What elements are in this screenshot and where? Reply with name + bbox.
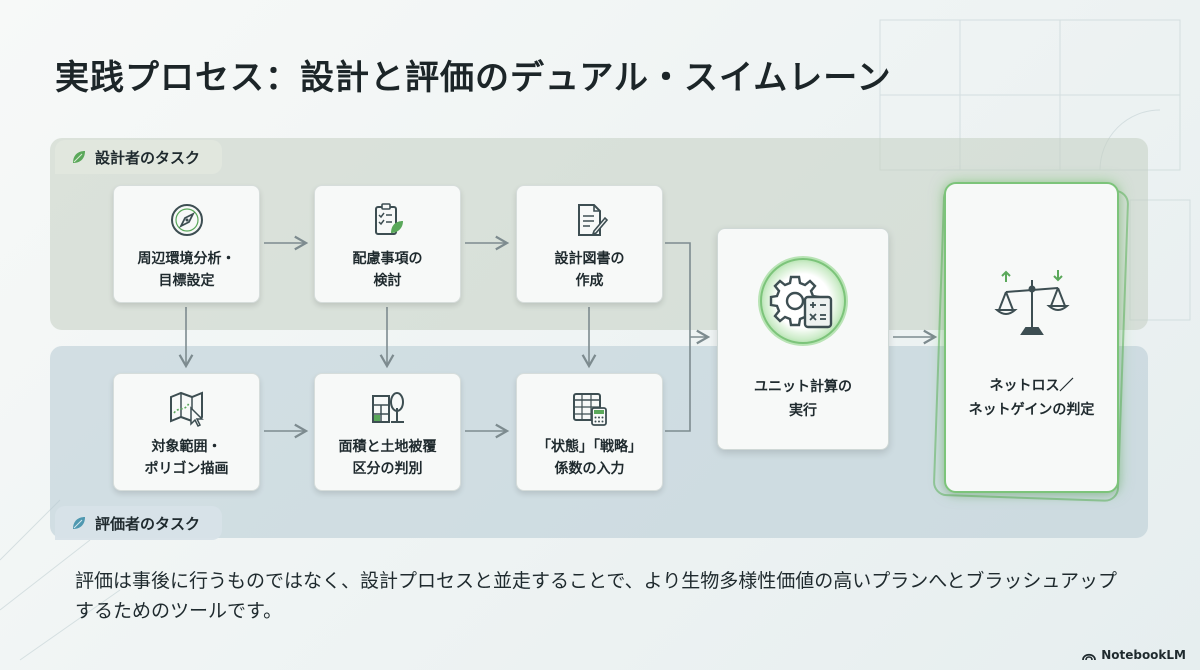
step-judge-label: ネットロス／ ネットゲインの判定 [968, 378, 1095, 418]
step-calc-card: ユニット計算の 実行 [717, 228, 889, 450]
spreadsheet-calculator-icon [572, 393, 607, 426]
step-polygon-card: 対象範囲・ ポリゴン描画 [113, 373, 260, 491]
step-polygon-label: 対象範囲・ ポリゴン描画 [144, 439, 229, 477]
compass-icon [170, 204, 203, 236]
step-area-card: 面積と土地被覆 区分の判別 [314, 373, 461, 491]
step-consider-card: 配慮事項の 検討 [314, 185, 461, 303]
page-title: 実践プロセス：設計と評価のデュアル・スイムレーン [55, 58, 892, 98]
brand-name: NotebookLM [1101, 648, 1186, 662]
step-coeff-label: 「状態」「戦略」 係数の入力 [537, 439, 642, 477]
leaf-icon [73, 517, 85, 529]
step-drawing-label: 設計図書の 作成 [554, 251, 625, 289]
step-coeff-card: 「状態」「戦略」 係数の入力 [516, 373, 663, 491]
document-pen-icon [577, 204, 608, 236]
leaf-icon [73, 151, 85, 163]
checklist-leaf-icon [374, 203, 403, 235]
evaluator-lane-title: 評価者のタスク [95, 514, 201, 533]
evaluator-lane-label: 評価者のタスク [55, 506, 223, 540]
step-survey-card: 周辺環境分析・ 目標設定 [113, 185, 260, 303]
map-cursor-icon [169, 391, 204, 428]
step-judge-card: ネットロス／ ネットゲインの判定 [944, 182, 1119, 493]
designer-lane-title: 設計者のタスク [95, 148, 201, 167]
footer-note: 評価は事後に行うものではなく、設計プロセスと並走することで、より生物多様性価値の… [75, 570, 1117, 622]
step-drawing-card: 設計図書の 作成 [516, 185, 663, 303]
designer-lane-label: 設計者のタスク [55, 140, 223, 174]
step-consider-label: 配慮事項の 検討 [352, 251, 423, 289]
gear-calculator-icon [758, 256, 848, 346]
step-survey-label: 周辺環境分析・ 目標設定 [137, 251, 236, 289]
brand-mark: NotebookLM [1082, 648, 1186, 662]
step-calc-label: ユニット計算の 実行 [754, 379, 852, 419]
notebooklm-logo-icon [1082, 653, 1097, 660]
balance-scale-icon [993, 270, 1070, 335]
grid-tree-icon [371, 392, 404, 423]
step-area-label: 面積と土地被覆 区分の判別 [338, 439, 437, 477]
